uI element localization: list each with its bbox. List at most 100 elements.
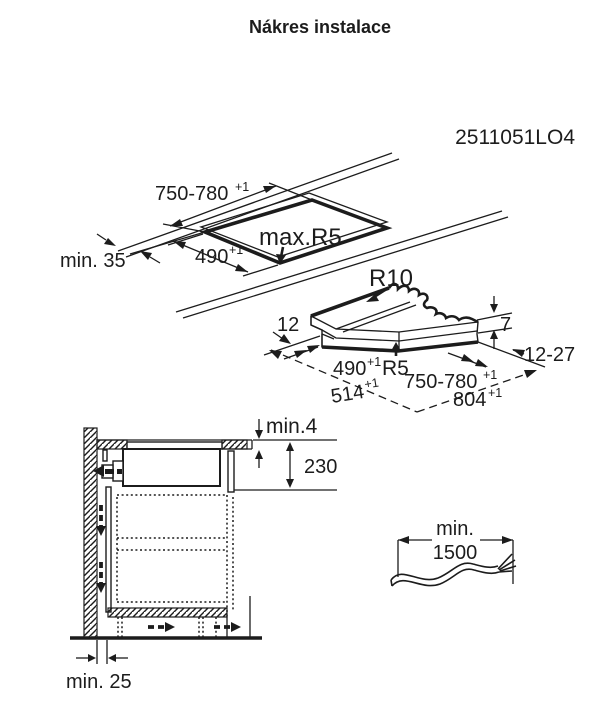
arrowhead-icon: [96, 583, 106, 593]
worktop-cutout-view: 750-780 +1 490 +1 min. 35 max.R5: [60, 152, 509, 319]
cabinet-back-panel: [105, 486, 112, 613]
glass-frame-line: [342, 304, 417, 333]
wall-hatch: [83, 427, 98, 639]
dimension-line: [169, 185, 277, 227]
cabinet-bottom-shelf-hatch: [107, 607, 228, 618]
dim-right-overhang: 12-27: [477, 341, 575, 368]
cable-length-view: min. 1500: [390, 518, 517, 587]
arrowhead-icon: [286, 479, 294, 488]
callout-glass-radius: R10: [366, 265, 413, 302]
dim-glass-outline: 514 +1 804 +1: [269, 349, 537, 413]
dim-body-depth: 490 +1: [283, 345, 381, 380]
worktop-hatch: [96, 439, 128, 450]
page-title: Nákres instalace: [249, 17, 391, 37]
rear-trim-panel: [227, 450, 235, 493]
tolerance-superscript: +1: [483, 368, 497, 382]
arrowhead-icon: [286, 442, 294, 451]
arrowhead-icon: [173, 241, 186, 249]
arrowhead-icon: [255, 450, 263, 459]
arrowhead-icon: [398, 536, 409, 544]
arrowhead-icon: [231, 622, 241, 632]
side-installation-view: min.4 230 min. 25: [66, 415, 337, 693]
arrowhead-icon: [294, 350, 307, 358]
body-depth-label: 490: [333, 358, 366, 380]
hob-body-section: [122, 448, 221, 487]
worktop-back-edge-line: [182, 216, 509, 319]
arrowhead-icon: [235, 264, 248, 272]
dim-glass-thickness: 7: [476, 296, 513, 349]
arrowhead-icon: [269, 350, 282, 359]
arrowhead-icon: [263, 186, 276, 193]
glass-depth-dashed-line: [270, 349, 418, 413]
extension-line: [162, 223, 206, 233]
dim-left-overhang: 12: [263, 314, 321, 356]
arrowhead-icon: [93, 465, 104, 477]
cable-min-label: min.: [436, 518, 474, 540]
callout-corner-radius: max.R5: [259, 224, 342, 264]
arrowhead-icon: [170, 219, 183, 226]
body-radius-label: R5: [382, 357, 409, 380]
wall-clearance-label: min. 25: [66, 671, 132, 693]
arrow-dash: [117, 469, 122, 474]
callout-body-radius: R5: [382, 342, 409, 380]
extension-line: [96, 640, 108, 664]
niche-depth-label: 230: [304, 456, 337, 478]
worktop-outline: [97, 439, 253, 450]
glass-frame-line: [335, 301, 411, 330]
arrowhead-icon: [96, 526, 106, 536]
hob-corner-view: R10 12 490 +1 R5 750-780 +1: [263, 265, 575, 413]
arrowhead-icon: [165, 622, 175, 632]
dim-cutout-depth: 490 +1: [167, 233, 279, 277]
worktop-hatch: [221, 439, 248, 450]
cable-length-label: 1500: [433, 542, 478, 564]
left-overhang-label: 12: [277, 314, 299, 336]
arrowhead-icon: [391, 342, 401, 351]
break-wavy-line: [387, 282, 479, 324]
arrowhead-icon: [279, 334, 291, 344]
cable-curve: [390, 562, 499, 581]
tolerance-superscript: +1: [488, 386, 502, 400]
glass-width-label: 804: [453, 389, 486, 411]
glass-width-dashed-line: [416, 370, 536, 413]
arrowhead-icon: [461, 354, 474, 362]
tolerance-superscript: +1: [363, 376, 379, 392]
extension-line: [268, 182, 313, 201]
glass-radius-label: R10: [369, 265, 413, 292]
edge-clearance-label: min. 35: [60, 250, 126, 272]
glass-back-edge: [310, 286, 390, 318]
dim-wall-clearance: min. 25: [66, 640, 132, 693]
hob-glass-section: [126, 441, 223, 450]
extension-line: [242, 264, 279, 277]
body-width-label: 750-780: [404, 371, 477, 393]
cable-drawing: [390, 553, 517, 587]
arrowhead-icon: [276, 254, 286, 264]
top-clearance-label: min.4: [266, 415, 318, 438]
dim-body-width: 750-780 +1: [404, 352, 497, 393]
cable-end: [390, 579, 393, 587]
glass-thickness-label: 7: [500, 314, 511, 336]
glass-depth-label: 514: [329, 381, 365, 408]
dim-cutout-width: 750-780 +1: [155, 180, 313, 233]
cable-wire-strands: [497, 553, 517, 573]
arrowhead-icon: [104, 238, 116, 246]
arrowhead-icon: [140, 251, 152, 260]
arrowhead-icon: [255, 430, 263, 439]
airflow-down-arrows: [96, 505, 106, 593]
arrowhead-icon: [490, 330, 498, 339]
cable-curve: [391, 568, 500, 587]
body-step-edge: [321, 333, 335, 340]
arrowhead-icon: [307, 345, 320, 353]
arrowhead-icon: [366, 294, 379, 302]
arrowhead-icon: [475, 359, 488, 367]
extension-line: [167, 233, 204, 246]
extension-line: [477, 327, 513, 334]
tolerance-superscript: +1: [367, 355, 381, 369]
worktop-front-edge-line: [117, 152, 393, 252]
cutout-width-label: 750-780: [155, 183, 228, 205]
arrowhead-icon: [88, 654, 96, 662]
extension-line: [476, 312, 513, 321]
dimension-line: [172, 240, 249, 273]
plinth-dotted-lines: [117, 617, 217, 637]
